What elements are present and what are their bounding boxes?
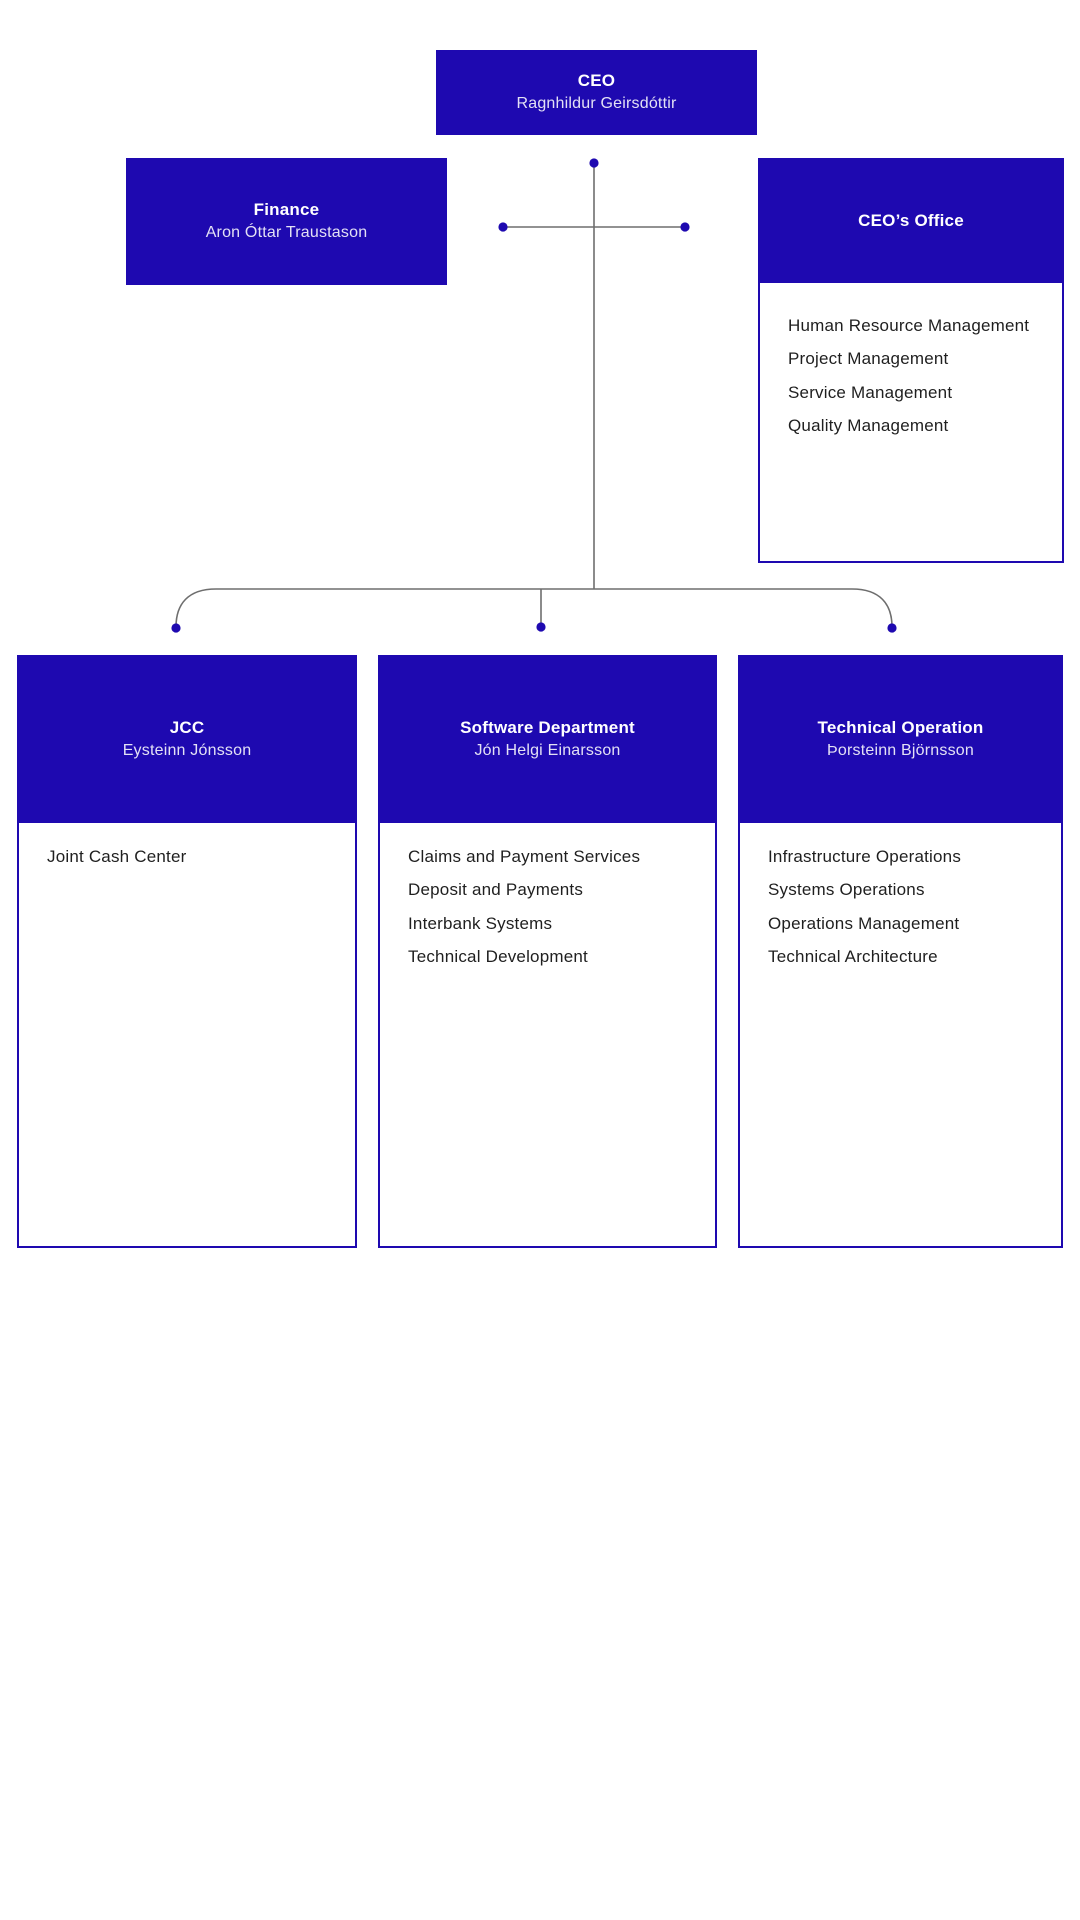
org-node-jcc: JCC Eysteinn Jónsson Joint Cash Center (17, 655, 357, 1248)
org-node-technical-operation: Technical Operation Þorsteinn Björnsson … (738, 655, 1063, 1248)
department-item: Deposit and Payments (408, 880, 584, 900)
department-item: Interbank Systems (408, 913, 553, 933)
department-list: Joint Cash Center (19, 823, 355, 873)
department-item: Joint Cash Center (47, 847, 187, 866)
department-item: Project Management (788, 349, 949, 369)
node-header: Technical Operation Þorsteinn Björnsson (738, 655, 1063, 823)
node-person-name: Jón Helgi Einarsson (474, 741, 621, 759)
org-node-software-department: Software Department Jón Helgi Einarsson … (378, 655, 717, 1248)
connector-dot (887, 623, 897, 633)
connector-dot (680, 222, 690, 232)
node-person-name: Ragnhildur Geirsdóttir (516, 95, 677, 112)
department-item: Quality Management (788, 416, 949, 436)
department-item: Human Resource Management (788, 316, 1030, 335)
department-item: Technical Architecture (768, 947, 938, 967)
department-item: Systems Operations (768, 880, 925, 900)
connector-dot (589, 158, 599, 168)
node-header: JCC Eysteinn Jónsson (17, 655, 357, 823)
node-title: JCC (169, 717, 205, 737)
department-item: Service Management (788, 382, 953, 402)
connector-dot (536, 622, 546, 632)
node-person-name: Þorsteinn Björnsson (827, 741, 974, 759)
connector-dot (498, 222, 508, 232)
node-title: CEO (577, 71, 616, 90)
node-title: Finance (253, 200, 320, 219)
connector-rail-path (175, 588, 893, 628)
node-person-name: Eysteinn Jónsson (122, 741, 252, 759)
department-item: Claims and Payment Services (408, 847, 641, 866)
node-title: CEO’s Office (858, 210, 964, 230)
org-node-ceo: CEO Ragnhildur Geirsdóttir (436, 50, 757, 135)
connector-dot (171, 623, 181, 633)
node-body: Joint Cash Center (17, 823, 357, 1248)
department-item: Technical Development (408, 947, 588, 967)
org-node-finance: Finance Aron Óttar Traustason (126, 158, 447, 285)
node-person-name: Aron Óttar Traustason (205, 224, 368, 241)
department-item: Operations Management (768, 913, 960, 933)
node-title: Software Department (460, 717, 635, 737)
node-header: Software Department Jón Helgi Einarsson (378, 655, 717, 823)
node-header: CEO’s Office (758, 158, 1064, 283)
department-item: Infrastructure Operations (768, 847, 962, 866)
node-title: Technical Operation (817, 717, 984, 737)
